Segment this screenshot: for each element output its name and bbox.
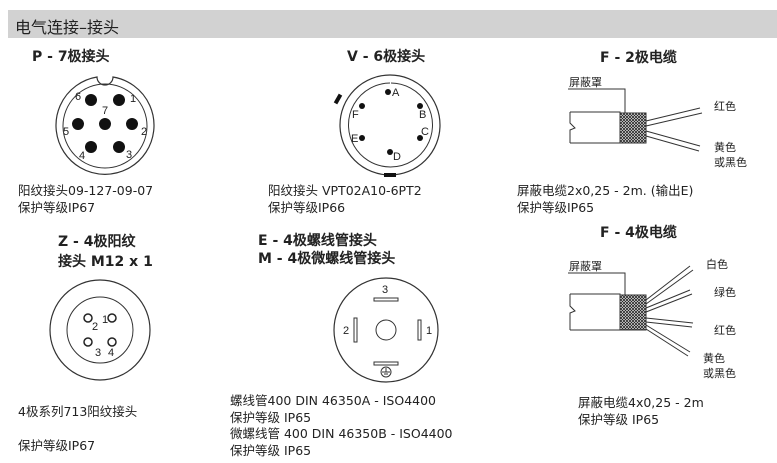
section-header: 电气连接–接头 [8, 10, 777, 38]
pin-label: C [421, 126, 429, 138]
pin-label: 2 [343, 325, 349, 337]
wire-label: 或黑色 [714, 155, 747, 169]
pin-label: 4 [79, 150, 85, 162]
v-protection: 保护等级IP66 [268, 199, 346, 215]
pin-label: 1 [426, 325, 432, 337]
e-title: E - 4极螺线管接头 [258, 233, 377, 249]
pin-label: 3 [382, 284, 388, 296]
pin-label: A [392, 87, 400, 99]
f2-caption: 屏蔽电缆2x0,25 - 2m. (输出E)保护等级IP65 [517, 183, 693, 216]
z-title-line2: 接头 M12 x 1 [58, 254, 153, 270]
wire-label: 红色 [714, 99, 736, 113]
m-title: M - 4极微螺线管接头 [258, 251, 396, 267]
em-connector-diagram: 1 2 3 [333, 277, 439, 383]
e-protection: 保护等级 IP65 [230, 409, 312, 425]
pin-label: 3 [95, 347, 101, 359]
pin-label: E [351, 133, 358, 145]
v-connector-title: V - 6极接头 [347, 49, 426, 65]
m-spec: 微螺线管 400 DIN 46350B - ISO4400 [230, 426, 453, 441]
pin-label: 2 [92, 321, 98, 333]
f2-spec: 屏蔽电缆2x0,25 - 2m. (输出E) [517, 183, 694, 198]
f4-protection: 保护等级 IP65 [578, 411, 660, 427]
m-protection: 保护等级 IP65 [230, 442, 312, 458]
wire-label: 黄色 [714, 140, 736, 154]
wire-label: 红色 [714, 323, 736, 337]
shield-label: 屏蔽罩 [569, 260, 602, 273]
pin-label: 7 [102, 105, 108, 117]
v-part-number: 阳纹接头 VPT02A10-6PT2 [268, 183, 422, 198]
wire-label: 或黑色 [703, 366, 736, 380]
pin-label: 2 [141, 126, 147, 138]
p-part-number: 阳纹接头09-127-09-07 [18, 183, 154, 198]
pin-label: F [352, 109, 359, 121]
wire-label: 绿色 [714, 285, 736, 299]
z-caption-1: 4极系列713阳纹接头 [18, 404, 138, 419]
pin-label: B [419, 109, 426, 121]
z-connector-diagram: 1 2 3 4 [49, 279, 151, 381]
f4-spec: 屏蔽电缆4x0,25 - 2m [578, 395, 704, 410]
pin-label: 1 [102, 314, 108, 326]
pin-label: 4 [108, 347, 114, 359]
e-spec: 螺线管400 DIN 46350A - ISO4400 [230, 393, 437, 408]
p-connector-diagram: 1 2 3 4 5 6 7 [55, 76, 155, 175]
v-connector-diagram: A B C D E F [333, 74, 441, 177]
p-protection: 保护等级IP67 [18, 199, 96, 215]
f2-protection: 保护等级IP65 [517, 199, 595, 215]
pin-label: 1 [130, 93, 136, 105]
f2-cable-diagram: 屏蔽罩 红色 黄色 或黑色 [568, 76, 747, 169]
f4-cable-title: F - 4极电缆 [600, 225, 677, 241]
wire-label: 白色 [706, 257, 728, 271]
z-caption-2: 保护等级IP67 [18, 438, 96, 453]
pin-label: 5 [63, 126, 69, 138]
wire-label: 黄色 [703, 351, 725, 365]
pin-label: D [393, 151, 401, 163]
z-connector-title: Z - 4极阳纹接头 M12 x 1 [58, 231, 153, 271]
f2-cable-title: F - 2极电缆 [600, 50, 677, 66]
f4-cable-diagram: 屏蔽罩 白色 绿色 红色 黄色 或黑色 [568, 257, 736, 380]
section-title: 电气连接–接头 [15, 18, 120, 37]
ground-icon [380, 366, 392, 378]
pin-label: 3 [126, 149, 132, 161]
em-connector-title: E - 4极螺线管接头 M - 4极微螺线管接头 [258, 232, 395, 268]
z-title-line1: Z - 4极阳纹 [58, 234, 136, 250]
shield-label: 屏蔽罩 [569, 76, 602, 89]
pin-label: 6 [75, 91, 81, 103]
p-connector-title: P - 7极接头 [32, 49, 110, 65]
